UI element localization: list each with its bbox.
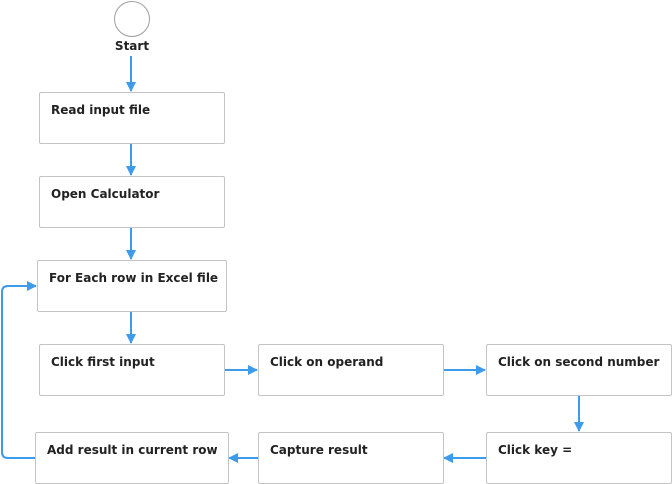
step-capture-result[interactable]: Capture result xyxy=(258,432,444,484)
step-click-on-operand[interactable]: Click on operand xyxy=(258,344,444,396)
step-for-each-row[interactable]: For Each row in Excel file xyxy=(37,260,227,312)
step-open-calculator[interactable]: Open Calculator xyxy=(39,176,225,228)
step-read-input-file[interactable]: Read input file xyxy=(39,92,225,144)
start-node[interactable] xyxy=(114,1,150,37)
start-label: Start xyxy=(114,39,150,53)
step-click-key-equals[interactable]: Click key = xyxy=(486,432,672,484)
step-add-result-in-current-row[interactable]: Add result in current row xyxy=(35,432,229,484)
step-click-first-input[interactable]: Click first input xyxy=(39,344,225,396)
step-click-on-second-number[interactable]: Click on second number xyxy=(486,344,672,396)
arrow-add-loop-to-foreach xyxy=(1,281,37,459)
